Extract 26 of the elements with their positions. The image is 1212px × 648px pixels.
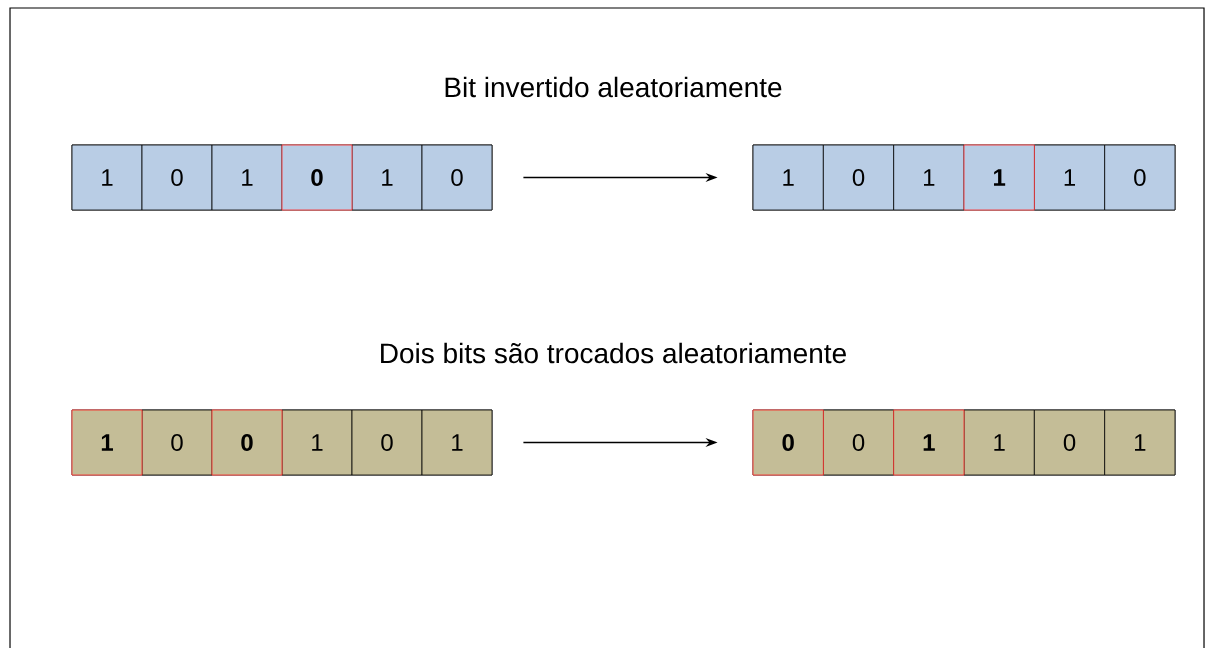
heading: Bit invertido aleatoriamente: [445, 76, 782, 98]
bit-cell: 0: [211, 409, 283, 476]
bit-cell: 0: [822, 144, 895, 211]
bit-cell: 1: [1104, 409, 1176, 476]
bit-cell: 1: [211, 144, 283, 211]
heading: Dois bits são trocados aleatoriamente: [381, 342, 846, 364]
bit-cell: 0: [1104, 144, 1176, 211]
bit-cell: 0: [421, 144, 493, 211]
bit-cell: 1: [752, 144, 824, 211]
bit-cell: 0: [1033, 409, 1106, 476]
bit-cell: 1: [963, 409, 1035, 476]
bit-cell: 1: [893, 409, 965, 476]
bit-cell: 0: [281, 144, 353, 211]
bit-cell: 0: [141, 409, 213, 476]
bit-cell: 1: [893, 144, 965, 211]
bit-cell: 1: [71, 409, 143, 476]
bit-cell: 0: [351, 409, 423, 476]
bit-cell: 1: [963, 144, 1035, 211]
bit-cell: 1: [1033, 144, 1106, 211]
bit-cell: 1: [351, 144, 423, 211]
bit-cell: 0: [141, 144, 213, 211]
bit-cell: 1: [71, 144, 143, 211]
bit-cell: 0: [752, 409, 824, 476]
bit-cell: 1: [281, 409, 353, 476]
bit-cell: 0: [822, 409, 895, 476]
bit-cell: 1: [421, 409, 493, 476]
